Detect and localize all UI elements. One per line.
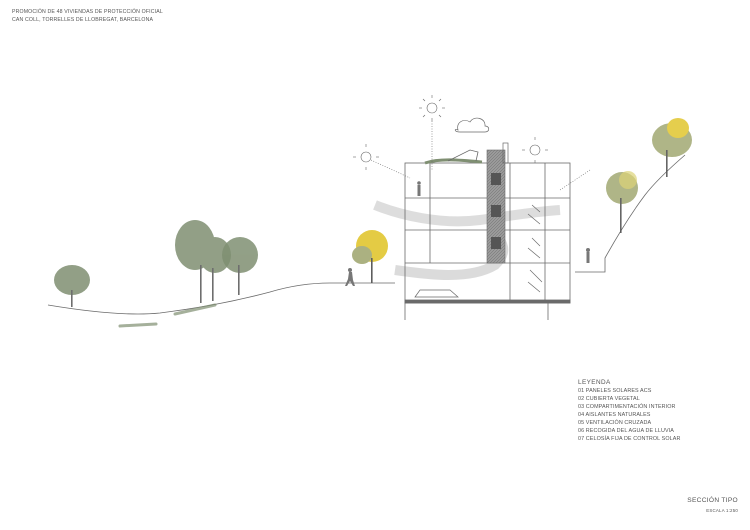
terrain-line-left [47, 282, 395, 315]
legend-title: LEYENDA [578, 379, 611, 386]
legend: LEYENDA 01 PANELES SOLARES ACS 02 CUBIER… [578, 378, 680, 443]
project-location: CAN COLL, TORRELLES DE LLOBREGAT, BARCEL… [12, 16, 154, 23]
sun-icon-left [353, 144, 411, 179]
tree-right-lower [606, 171, 638, 233]
tree-left-2 [175, 220, 231, 303]
legend-item-02: 02 CUBIERTA VEGETAL [578, 396, 640, 402]
green-roof [424, 158, 483, 165]
sun-icon-top [419, 95, 445, 170]
legend-item-05: 05 VENTILACIÓN CRUZADA [578, 420, 652, 426]
tree-left-1 [54, 265, 90, 307]
core-window-1 [491, 173, 501, 185]
person-interior [417, 181, 421, 196]
project-header: PROMOCIÓN DE 48 VIVIENDAS DE PROTECCIÓN … [12, 9, 163, 24]
tree-left-3 [222, 237, 258, 295]
car-parking [414, 289, 459, 298]
sheet-title: SECCIÓN TIPO [687, 497, 738, 504]
core-window-3 [491, 237, 501, 249]
project-title: PROMOCIÓN DE 48 VIVIENDAS DE PROTECCIÓN … [12, 9, 163, 15]
core-window-2 [491, 205, 501, 217]
legend-item-07: 07 CELOSÍA FIJA DE CONTROL SOLAR [578, 436, 681, 442]
solar-panel [447, 149, 479, 162]
person-standing-right [586, 248, 590, 263]
sun-ray-right [559, 169, 591, 191]
person-walking-left [345, 268, 355, 286]
terrain-line-right [575, 154, 686, 273]
stair-right [527, 204, 543, 293]
cloud-icon [454, 117, 490, 133]
tree-right-upper [652, 118, 692, 177]
chimney [502, 142, 509, 164]
ground-grass [118, 303, 217, 328]
sheet-scale: ESCALA 1:250 [706, 508, 738, 513]
sun-icon-right [522, 137, 548, 163]
airflow-upper [373, 200, 561, 227]
legend-item-01: 01 PANELES SOLARES ACS [578, 388, 652, 394]
legend-item-03: 03 COMPARTIMENTACIÓN INTERIOR [578, 404, 676, 410]
legend-item-06: 06 RECOGIDA DEL AGUA DE LLUVIA [578, 428, 674, 434]
tree-yellow-front [352, 230, 388, 283]
legend-item-04: 04 AISLANTES NATURALES [578, 412, 651, 418]
sheet-label: SECCIÓN TIPO ESCALA 1:250 [687, 497, 738, 513]
